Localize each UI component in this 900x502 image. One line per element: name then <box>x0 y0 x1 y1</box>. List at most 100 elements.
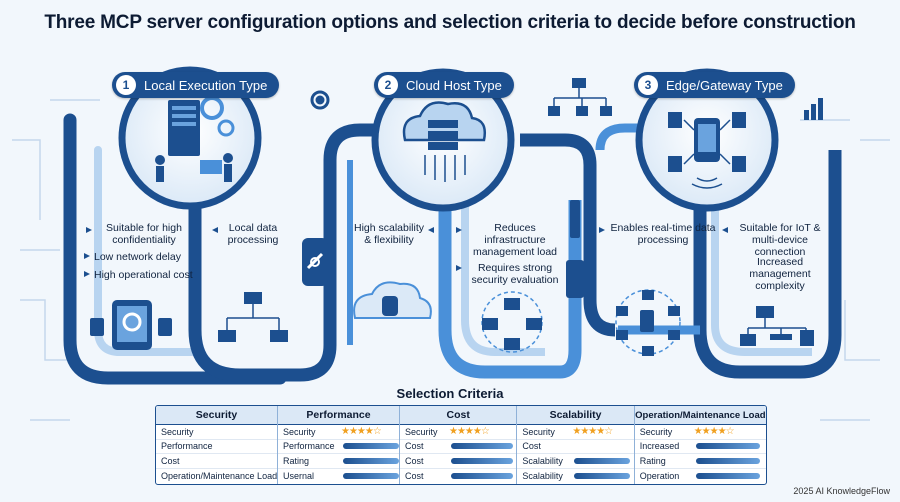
table-row: Cost <box>400 440 517 454</box>
label-high-confidentiality: Suitable for high confidentiality <box>106 222 182 246</box>
label-real-time-processing: Enables real-time data processing <box>610 222 716 246</box>
ribbon-local-to-cloud <box>188 123 380 382</box>
table-row: Performance <box>156 440 277 454</box>
cloud-database-icon <box>353 281 432 319</box>
label-local-data-processing: Local data processing <box>227 222 279 246</box>
column-header: Performance <box>278 406 399 425</box>
option-edge-label: Edge/Gateway Type <box>666 77 783 93</box>
rating-bar <box>695 443 760 450</box>
server-tree-icon <box>218 292 288 342</box>
footer-credit: 2025 AI KnowledgeFlow <box>793 486 890 496</box>
ribbon-edge-right <box>693 150 842 379</box>
row-label: Operation/Maintenance Load <box>161 470 278 481</box>
label-low-network-delay: Low network delay <box>94 251 181 263</box>
row-label: Increased <box>639 441 680 451</box>
side-connectors-left <box>12 99 100 421</box>
row-label: Security <box>522 426 555 437</box>
row-label: Usernal <box>283 470 315 481</box>
star-rating-icon: ★★★★☆ <box>341 425 382 437</box>
server-cycle-icon <box>481 291 543 353</box>
label-iot-multi-device: Suitable for IoT & multi-device connecti… <box>739 222 821 258</box>
row-label: Cost <box>405 470 424 481</box>
table-row: Operation <box>635 469 766 484</box>
column-header: Operation/Maintenance Load <box>634 406 766 425</box>
column-header: Scalability <box>517 406 634 425</box>
rating-bar <box>451 443 513 450</box>
row-label: Cost <box>522 441 541 451</box>
tablet-gear-icon <box>90 300 172 350</box>
rating-bar <box>451 472 513 479</box>
table-row: Scalability <box>517 469 633 484</box>
criteria-column-operation-load: Operation/Maintenance Load Security ★★★★☆… <box>634 406 766 484</box>
option-cloud-pill: 2 Cloud Host Type <box>374 72 514 98</box>
row-label: Security <box>283 426 316 437</box>
table-row: Scalability <box>517 454 634 469</box>
row-label: Cost <box>405 455 424 466</box>
label-management-complexity: Increased management complexity <box>749 256 811 292</box>
option-local-pill: 1 Local Execution Type <box>112 72 280 98</box>
chart-icon-top <box>804 98 823 120</box>
iot-devices-icon <box>740 306 814 346</box>
connector-cloud-edge <box>566 200 584 310</box>
criteria-column-cost: Cost Security★★★★☆ Cost Cost Cost <box>400 406 518 484</box>
ribbon-edge-inner <box>711 185 812 356</box>
table-row: Cost <box>517 440 634 454</box>
circle-local <box>118 66 262 210</box>
ribbon-local-outer <box>63 113 287 385</box>
selection-criteria-title: Selection Criteria <box>396 386 504 401</box>
row-label: Security <box>161 426 194 437</box>
ribbon-cloud-bottom <box>438 170 582 379</box>
row-label: Operation <box>639 470 680 481</box>
criteria-column-performance: Performance Security★★★★☆ Performance Ra… <box>278 406 400 484</box>
ribbon-cloud-inner <box>461 180 545 356</box>
column-header: Security <box>156 406 277 425</box>
rating-bar <box>695 472 760 479</box>
table-row: Cost <box>156 454 277 469</box>
option-local-number: 1 <box>116 75 136 95</box>
table-row: Cost <box>400 454 517 469</box>
label-high-scalability: High scalability & flexibility <box>353 222 425 246</box>
table-row: Rating <box>278 454 399 469</box>
table-row: Security <box>156 425 277 440</box>
table-row: Security ★★★★☆ <box>634 425 766 440</box>
table-row: Usernal <box>278 469 399 484</box>
option-local-label: Local Execution Type <box>144 77 268 93</box>
edge-cycle-icon <box>615 289 681 356</box>
rating-bar <box>574 457 631 464</box>
option-edge-pill: 3 Edge/Gateway Type <box>634 72 795 98</box>
row-label: Rating <box>283 455 310 466</box>
rating-bar <box>343 443 399 450</box>
row-label: Cost <box>405 441 424 451</box>
criteria-column-scalability: Scalability Security ★★★★☆ Cost Scalabili… <box>517 406 635 484</box>
criteria-column-security: Security Security Performance Cost Opera… <box>156 406 278 484</box>
table-row: Cost <box>400 469 516 484</box>
rating-bar <box>343 472 399 479</box>
star-rating-icon: ★★★★☆ <box>693 425 735 437</box>
selection-criteria-table: Security Security Performance Cost Opera… <box>155 405 767 485</box>
page-title: Three MCP server configuration options a… <box>44 12 856 33</box>
option-cloud-label: Cloud Host Type <box>406 77 502 93</box>
label-arrows <box>84 227 728 277</box>
rating-bar <box>695 457 760 464</box>
rating-bar <box>574 472 631 479</box>
table-row: Security★★★★☆ <box>400 425 517 440</box>
row-label: Scalability <box>522 470 563 481</box>
option-edge-number: 3 <box>638 75 658 95</box>
ribbon-cloud-to-edge <box>520 133 616 337</box>
label-reduces-infra-load: Reduces infrastructure management load <box>472 222 558 258</box>
row-label: Performance <box>161 441 213 451</box>
rating-bar <box>451 457 513 464</box>
network-icon-top <box>548 78 612 116</box>
star-rating-icon: ★★★★☆ <box>572 425 613 437</box>
table-row: Security ★★★★☆ <box>278 425 399 440</box>
connector-local-cloud <box>302 238 328 286</box>
table-row: Security ★★★★☆ <box>517 425 634 440</box>
row-label: Scalability <box>522 455 563 466</box>
label-security-evaluation: Requires strong security evaluation <box>471 262 559 286</box>
rating-bar <box>343 457 399 464</box>
column-header: Cost <box>400 406 517 425</box>
row-label: Security <box>639 426 673 437</box>
label-high-operational-cost: High operational cost <box>94 269 193 281</box>
table-row: Operation/Maintenance Load <box>156 469 277 484</box>
